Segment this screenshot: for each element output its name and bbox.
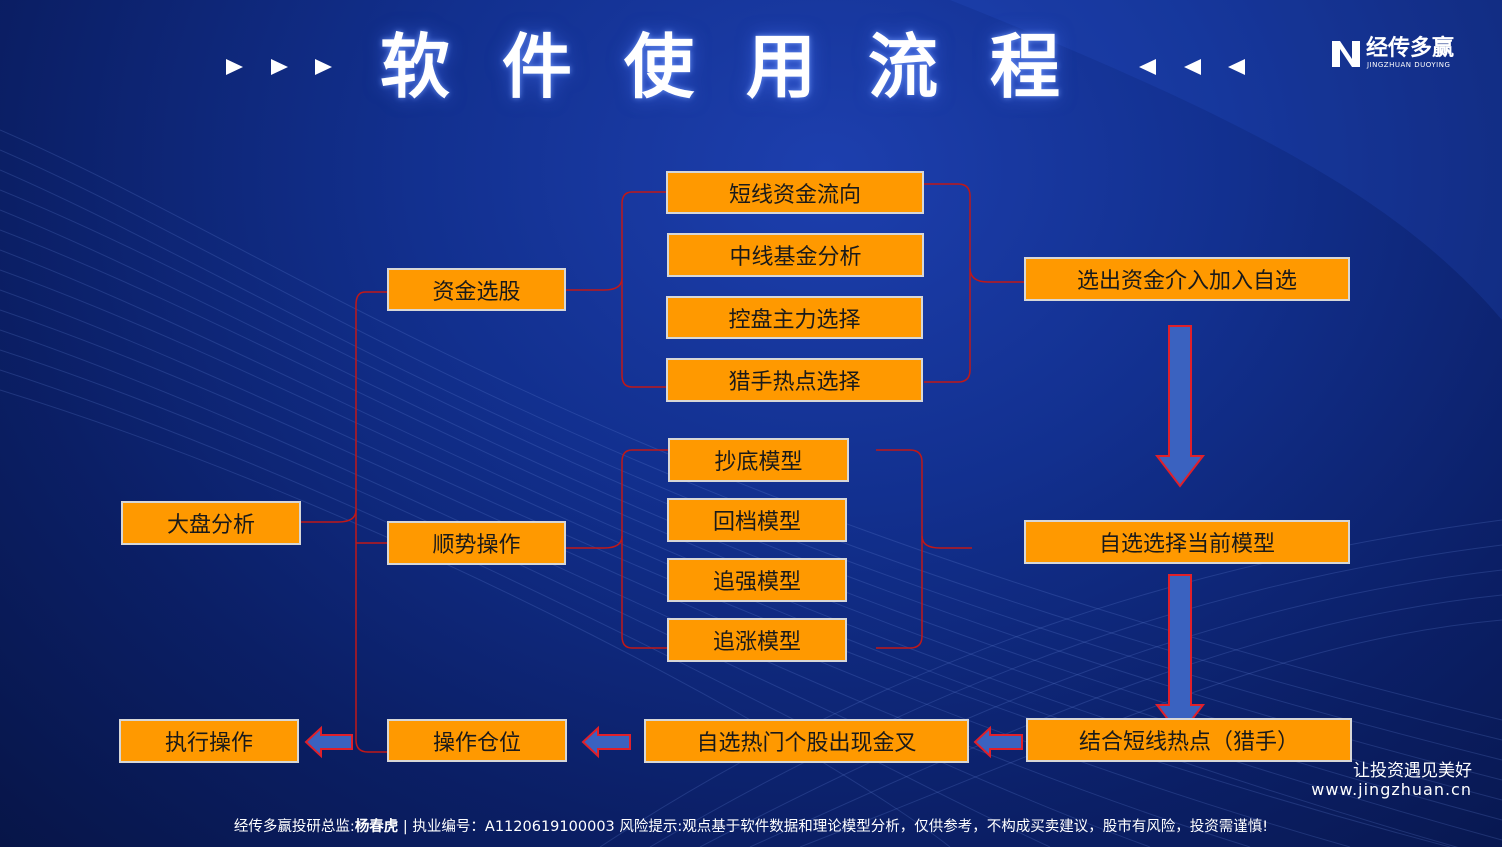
node-mid-fund-analysis: 中线基金分析 <box>667 233 924 277</box>
arrow-down-icon <box>1156 574 1204 736</box>
right-triangle-icon <box>271 59 288 75</box>
bracket-market <box>355 291 387 753</box>
node-position-operation: 操作仓位 <box>387 719 567 762</box>
brand-subname: JINGZHUAN DUOYING <box>1367 61 1451 69</box>
page-title: 软件使用流程 <box>380 26 1112 108</box>
node-chase-strong-model: 追强模型 <box>667 558 847 602</box>
footer-prefix: 经传多赢投研总监: <box>233 819 355 835</box>
left-triangle-icon <box>1184 59 1201 75</box>
footer-name: 杨春虎 <box>354 819 399 835</box>
logo-mark-icon <box>1332 41 1360 67</box>
node-bottom-model: 抄底模型 <box>668 438 849 482</box>
node-select-add-watchlist: 选出资金介入加入自选 <box>1024 257 1350 301</box>
brand-logo: 经传多赢 JINGZHUAN DUOYING <box>1330 37 1480 73</box>
title-bar: 软件使用流程 <box>0 22 1502 112</box>
bracket-trend <box>621 449 668 649</box>
right-triangle-icon <box>226 59 243 75</box>
node-trend-operation: 顺势操作 <box>387 521 566 565</box>
slogan: 让投资遇见美好 <box>1353 761 1472 781</box>
node-control-main-force: 控盘主力选择 <box>666 296 923 339</box>
arrow-left-icon <box>304 725 353 759</box>
arrow-down-icon <box>1156 325 1204 487</box>
node-market-analysis: 大盘分析 <box>121 501 301 545</box>
bracket-fund <box>621 191 666 388</box>
left-triangle-icon <box>1228 59 1245 75</box>
footer-rest: | 执业编号：A1120619100003 风险提示:观点基于软件数据和理论模型… <box>402 819 1269 835</box>
node-hunter-hotspot: 猎手热点选择 <box>666 358 923 402</box>
node-watchlist-select-model: 自选选择当前模型 <box>1024 520 1350 564</box>
node-chase-rise-model: 追涨模型 <box>667 618 847 662</box>
footer-disclaimer: 经传多赢投研总监:杨春虎 | 执业编号：A1120619100003 风险提示:… <box>0 815 1502 836</box>
node-short-fund-flow: 短线资金流向 <box>666 171 924 214</box>
arrow-left-icon <box>973 725 1023 759</box>
node-combine-hotspot: 结合短线热点（猎手） <box>1026 718 1352 762</box>
node-golden-cross: 自选热门个股出现金叉 <box>644 719 969 763</box>
brand-name: 经传多赢 <box>1366 36 1455 61</box>
node-fund-selection: 资金选股 <box>387 268 566 311</box>
right-triangle-icon <box>315 59 332 75</box>
arrow-left-icon <box>581 725 631 759</box>
node-execute-operation: 执行操作 <box>119 719 299 763</box>
node-pullback-model: 回档模型 <box>667 498 847 542</box>
left-triangle-icon <box>1139 59 1156 75</box>
website-link[interactable]: www.jingzhuan.cn <box>1311 780 1472 799</box>
